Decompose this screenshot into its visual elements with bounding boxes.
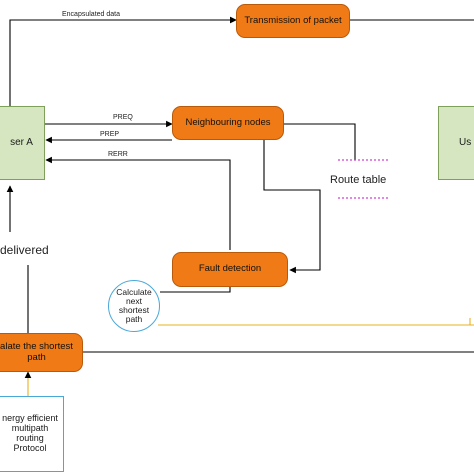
label-preq: PREQ xyxy=(113,114,133,121)
node-energy-efficient-protocol: nergy efficient multipath routing Protoc… xyxy=(0,396,64,472)
edge-usera-to-transmission xyxy=(9,16,237,108)
label-prep: PREP xyxy=(100,131,120,138)
edge-fault-to-calcnext xyxy=(160,287,231,293)
node-fault-detection: Fault detection xyxy=(172,252,288,287)
label-route-table: Route table xyxy=(330,174,387,186)
label-rerr: RERR xyxy=(108,151,128,158)
label-encapsulated-data: Encapsulated data xyxy=(62,11,120,18)
node-transmission-of-packet: Transmission of packet xyxy=(236,4,350,38)
node-user-right: Us xyxy=(438,106,474,180)
edge-neighbour-to-routetable xyxy=(284,123,356,160)
edge-neighbour-to-fault xyxy=(263,140,321,274)
edge-rerr xyxy=(45,156,231,250)
node-calculate-shortest-path: alate the shortest path xyxy=(0,333,83,372)
node-user-a: ser A xyxy=(0,106,45,180)
node-calculate-next-shortest-path: Calculate next shortest path xyxy=(108,280,160,332)
node-neighbouring-nodes: Neighbouring nodes xyxy=(172,106,284,140)
label-delivered: delivered xyxy=(0,243,49,257)
